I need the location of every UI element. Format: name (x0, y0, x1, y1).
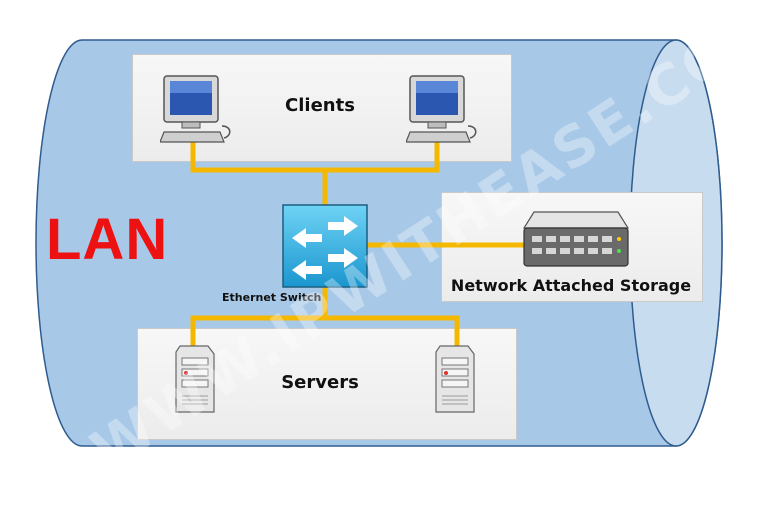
server-tower-icon (435, 345, 475, 413)
nas-label: Network Attached Storage (450, 276, 692, 295)
servers-label: Servers (281, 372, 359, 393)
switch-label: Ethernet Switch (222, 291, 322, 304)
client-computer-icon (160, 75, 231, 143)
client-computer-icon (406, 75, 477, 143)
ethernet-switch-icon (282, 204, 368, 288)
lan-label: LAN (46, 207, 169, 272)
nas-storage-icon (522, 211, 630, 267)
clients-label: Clients (285, 95, 355, 116)
server-tower-icon (175, 345, 215, 413)
